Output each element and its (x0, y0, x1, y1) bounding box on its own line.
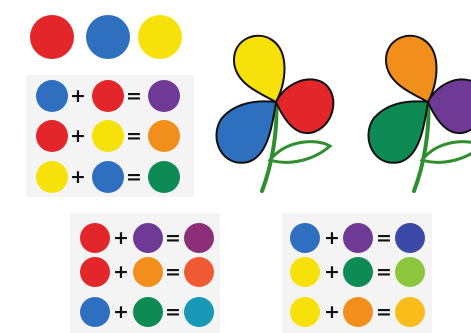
tertiary-left-row1-magenta-dot (184, 223, 214, 253)
primary-red-dot (30, 15, 74, 59)
primary-to-secondary-equals-sign: = (126, 85, 142, 107)
primary-to-secondary-plus-sign: + (70, 125, 86, 147)
primary-flower-leaf (270, 142, 330, 163)
tertiary-right-row3-amber-dot (395, 297, 425, 327)
tertiary-left-row1-red-dot (80, 223, 110, 253)
primary-to-secondary-row3-green-dot (148, 161, 180, 193)
tertiary-right-equals-sign: = (376, 301, 392, 323)
primary-to-secondary-plus-sign: + (70, 85, 86, 107)
primary-to-secondary-row3-blue-dot (92, 161, 124, 193)
primary-to-secondary-row2-red-dot (36, 120, 68, 152)
tertiary-right-row3-yellow-dot (290, 297, 320, 327)
tertiary-left-row3-blue-dot (80, 297, 110, 327)
secondary-flower-petal-orange (386, 36, 437, 102)
tertiary-right-row2-green-dot (343, 257, 373, 287)
tertiary-left-plus-sign: + (113, 227, 129, 249)
tertiary-right-plus-sign: + (324, 301, 340, 323)
tertiary-right-plus-sign: + (324, 261, 340, 283)
tertiary-left-equals-sign: = (165, 301, 181, 323)
tertiary-left-row2-red-dot (80, 257, 110, 287)
tertiary-right-row1-blue-dot (290, 223, 320, 253)
primary-to-secondary-plus-sign: + (70, 166, 86, 188)
tertiary-left-row3-green-dot (133, 297, 163, 327)
primary-to-secondary-row3-yellow-dot (36, 161, 68, 193)
primary-flower-petal-blue (216, 101, 276, 162)
tertiary-right-equals-sign: = (376, 261, 392, 283)
primary-to-secondary-equals-sign: = (126, 125, 142, 147)
primary-to-secondary-row2-yellow-dot (92, 120, 124, 152)
secondary-flower-petal-green (368, 101, 428, 162)
primary-blue-dot (86, 15, 130, 59)
tertiary-left-row2-orange-dot (133, 257, 163, 287)
tertiary-left-row3-teal-dot (184, 297, 214, 327)
tertiary-right-plus-sign: + (324, 227, 340, 249)
primary-to-secondary-row1-purple-dot (148, 80, 180, 112)
tertiary-right-row1-purple-dot (343, 223, 373, 253)
tertiary-left-row1-purple-dot (133, 223, 163, 253)
tertiary-left-plus-sign: + (113, 261, 129, 283)
primary-flower (216, 36, 333, 191)
tertiary-right-row1-indigo-dot (395, 223, 425, 253)
primary-to-secondary-row2-orange-dot (148, 120, 180, 152)
tertiary-left-equals-sign: = (165, 261, 181, 283)
primary-to-secondary-row1-blue-dot (36, 80, 68, 112)
primary-to-secondary-equals-sign: = (126, 166, 142, 188)
primary-yellow-dot (138, 15, 182, 59)
primary-flower-petal-red (276, 79, 333, 133)
tertiary-left-plus-sign: + (113, 301, 129, 323)
tertiary-left-row2-red-orange-dot (184, 257, 214, 287)
tertiary-right-equals-sign: = (376, 227, 392, 249)
secondary-flower (368, 36, 471, 191)
tertiary-right-row2-yellow-dot (290, 257, 320, 287)
primary-to-secondary-row1-red-dot (92, 80, 124, 112)
secondary-flower-leaf (422, 142, 471, 163)
tertiary-right-row2-yellow-green-dot (395, 257, 425, 287)
tertiary-left-equals-sign: = (165, 227, 181, 249)
primary-flower-petal-yellow (234, 36, 285, 102)
tertiary-right-row3-orange-dot (343, 297, 373, 327)
flower-layer (216, 36, 471, 191)
